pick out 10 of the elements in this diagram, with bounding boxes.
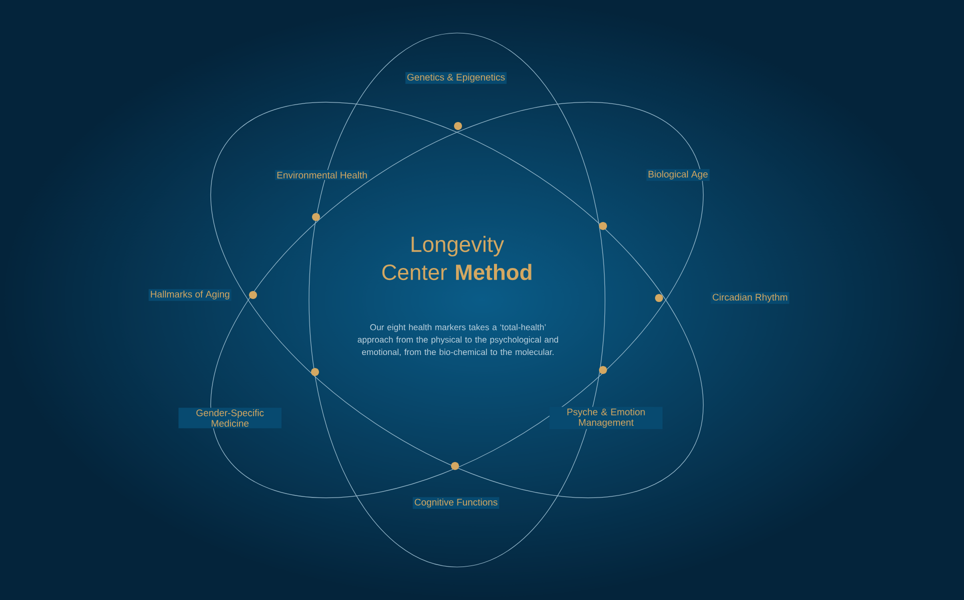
marker-label: Biological Age	[646, 169, 710, 181]
heading: Longevity Center Method	[382, 236, 532, 280]
description: Our eight health markers takes a ‘total-health’ approach from the physical to the psychological and emotional, from the bio-chemical to the molecular.	[358, 324, 558, 356]
marker-label: Circadian Rhythm	[710, 292, 790, 304]
marker-label: Environmental Health	[275, 170, 369, 180]
marker-label: Cognitive Functions	[412, 497, 500, 509]
marker-label: Hallmarks of Aging	[148, 289, 232, 301]
marker-label: Gender-Specific Medicine	[178, 408, 282, 428]
marker-label: Genetics & Epigenetics	[405, 72, 507, 84]
marker-label: Psyche & Emotion Management	[550, 406, 662, 430]
